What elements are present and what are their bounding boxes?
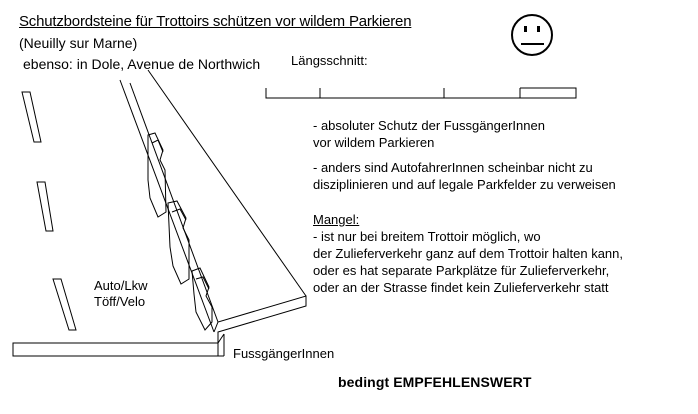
verdict-text: bedingt EMPFEHLENSWERT <box>338 374 532 390</box>
sidewalk-perspective <box>12 69 307 357</box>
pros-line: - anders sind AutofahrerInnen scheinbar … <box>313 160 593 175</box>
road-label-line: Auto/Lkw <box>94 278 148 293</box>
defects-line: - ist nur bei breitem Trottoir möglich, … <box>313 229 541 244</box>
page-title: Schutzbordsteine für Trottoirs schützen … <box>19 13 412 30</box>
lane-markings <box>21 91 77 331</box>
defects-line: oder an der Strasse findet kein Zuliefer… <box>313 280 609 295</box>
location-text: (Neuilly sur Marne) <box>19 35 138 51</box>
longitudinal-section <box>265 87 577 99</box>
defects-line: oder es hat separate Parkplätze für Zuli… <box>313 263 610 278</box>
also-locations-text: ebenso: in Dole, Avenue de Northwich <box>23 56 261 72</box>
defects-line: der Zulieferverkehr ganz auf dem Trottoi… <box>313 246 623 261</box>
defects-heading: Mangel: <box>313 212 360 227</box>
pros-line: disziplinieren und auf legale Parkfelder… <box>313 177 616 192</box>
defects-block: Mangel: - ist nur bei breitem Trottoir m… <box>313 211 623 296</box>
road-label-line: Töff/Velo <box>94 294 146 309</box>
pros-list: - absoluter Schutz der FussgängerInnen v… <box>313 117 616 193</box>
road-label: Auto/Lkw Töff/Velo <box>94 278 147 310</box>
pros-line: - absoluter Schutz der FussgängerInnen <box>313 118 545 133</box>
sidewalk-label: FussgängerInnen <box>233 346 335 361</box>
pros-line: vor wildem Parkieren <box>313 135 435 150</box>
neutral-face-icon <box>511 14 553 56</box>
section-label: Längsschnitt: <box>291 53 368 68</box>
